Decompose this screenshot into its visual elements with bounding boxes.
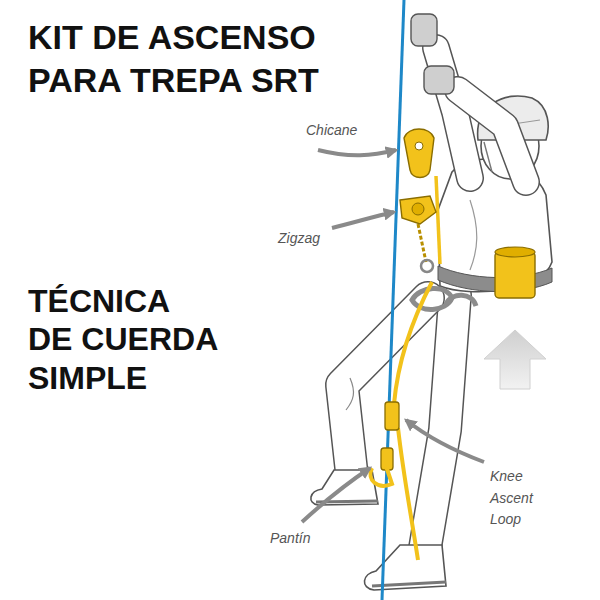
pulley (412, 203, 424, 215)
arm-outline (458, 90, 526, 182)
leg-loop (446, 295, 476, 306)
leg-outline (425, 295, 455, 548)
shirt-fold (470, 200, 477, 270)
leader-arrow (302, 468, 370, 522)
tether-strap (436, 176, 440, 264)
leader-arrow (332, 212, 394, 228)
part-label: Knee Ascent Loop (490, 466, 546, 531)
glove (424, 66, 454, 94)
leg (425, 295, 455, 548)
foot-strap (370, 466, 392, 486)
tool-bag-rim (495, 247, 535, 257)
boot (364, 545, 446, 590)
part-label: Chicane (306, 122, 386, 139)
knee-ascender (385, 402, 399, 430)
knee-loop-strap (394, 282, 432, 404)
device-hole (415, 142, 423, 150)
knee-fold (346, 378, 353, 410)
part-label: Zigzag (278, 230, 338, 247)
arm (458, 90, 526, 182)
part-label: Pantín (270, 530, 340, 547)
glove (411, 14, 437, 46)
direction-arrow (484, 330, 546, 389)
chin-strap (484, 142, 492, 172)
carabiner (421, 260, 433, 272)
leader-arrow (318, 150, 396, 155)
chicane-device (404, 129, 434, 178)
zigzag-device (400, 196, 436, 224)
knee-loop-strap (398, 428, 418, 560)
rope (382, 0, 404, 600)
title: KIT DE ASCENSO PARA TREPA SRT (28, 16, 368, 101)
tool-bag (495, 252, 535, 298)
lanyard-chain (418, 224, 426, 262)
leader-arrow (406, 420, 484, 462)
leg (342, 298, 428, 476)
leg-outline (342, 298, 428, 476)
leg-loop (412, 288, 452, 309)
subtitle: TÉCNICA DE CUERDA SIMPLE (28, 282, 221, 397)
